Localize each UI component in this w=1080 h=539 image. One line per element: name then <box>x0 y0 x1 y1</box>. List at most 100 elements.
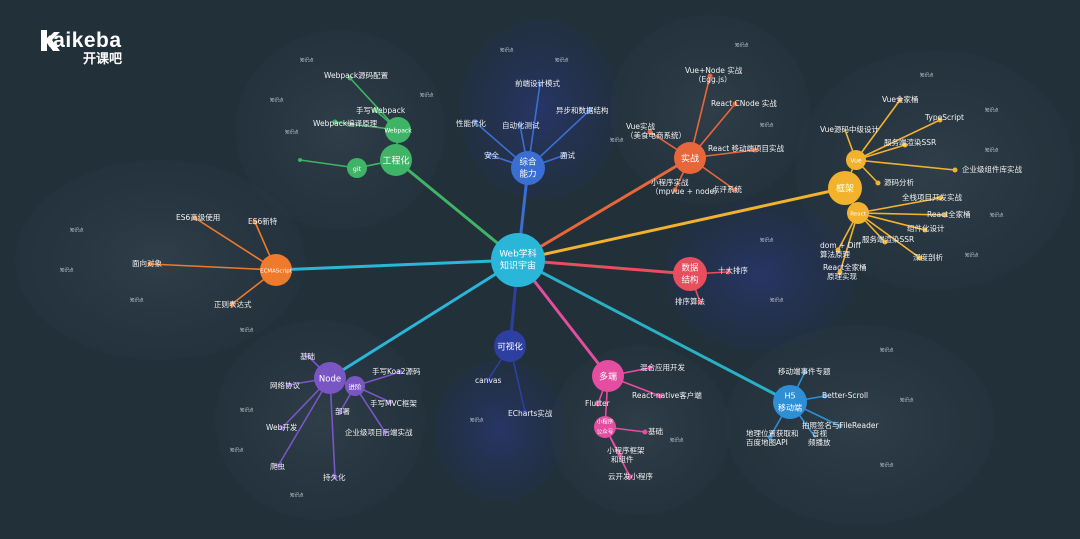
bubble-framework <box>795 50 1075 290</box>
label-oop: 面向对象 <box>132 258 162 268</box>
hub-multi-end[interactable]: 多端 <box>592 360 624 392</box>
hub-git[interactable]: git <box>347 158 367 178</box>
label-ssr-vue: 服务端渲染SSR <box>884 137 936 147</box>
bubble-ecmascript <box>15 160 305 360</box>
svg-text:知识点: 知识点 <box>230 447 244 454</box>
label-geo-api-sub: 百度地图API <box>746 437 788 447</box>
label-mp-components-sub: 和组件 <box>611 454 634 464</box>
svg-text:知识点: 知识点 <box>130 297 144 304</box>
svg-text:知识点: 知识点 <box>900 397 914 404</box>
hub-node[interactable]: Node <box>314 362 346 394</box>
label-typescript: TypeScript <box>924 113 964 122</box>
label-handwrite-webpack: 手写Webpack <box>356 105 406 115</box>
label-es6-new: ES6新特 <box>248 216 278 226</box>
hub-mini-program[interactable]: 小程序 公众号 <box>594 416 616 438</box>
svg-text:知识点: 知识点 <box>760 122 774 129</box>
hub-node-advanced[interactable]: 进阶 <box>345 376 365 396</box>
svg-text:知识点: 知识点 <box>770 297 784 304</box>
svg-text:知识点: 知识点 <box>240 407 254 414</box>
label-browser-render: 异步和数据结构 <box>556 105 609 115</box>
label-canvas: canvas <box>475 376 502 385</box>
hub-practice[interactable]: 实战 <box>674 142 706 174</box>
label-mp-components: 小程序框架 <box>607 445 645 455</box>
kaikeba-logo: kaikeba 开课吧 <box>40 30 122 68</box>
label-flutter: Flutter <box>585 399 611 408</box>
label-vuenode-proj: Vue+Node 实战 <box>685 65 743 75</box>
label-enterprise-node: 企业级项目后端实战 <box>345 427 413 437</box>
svg-text:知识点: 知识点 <box>985 107 999 114</box>
hub-vue[interactable]: Vue <box>846 150 866 170</box>
hub-comprehensive[interactable]: 综合 能力 <box>511 151 545 185</box>
hub-h5[interactable]: H5 移动端 <box>773 385 807 419</box>
center-node[interactable]: Web学科 知识宇宙 <box>491 233 545 287</box>
label-interview: 面试 <box>560 150 575 160</box>
label-ssr-react: 服务端渲染SSR <box>862 234 914 244</box>
svg-text:框架: 框架 <box>836 183 854 195</box>
tiny-detail-text: 知识点 知识点 知识点 知识点 知识点 知识点 知识点 知识点 知识点 知识点 … <box>60 42 1004 499</box>
label-crawler: 爬虫 <box>270 461 285 471</box>
label-audio-video-sub: 频播放 <box>808 437 831 447</box>
label-web-server: Web开发 <box>266 422 298 432</box>
hub-ecmascript[interactable]: ECMAScript <box>260 254 293 286</box>
svg-text:知识宇宙: 知识宇宙 <box>500 260 536 272</box>
svg-text:移动端: 移动端 <box>778 403 802 413</box>
svg-text:知识点: 知识点 <box>300 57 314 64</box>
connector-data-structure <box>516 258 692 276</box>
label-source-analysis: 源码分析 <box>884 177 914 187</box>
label-react-source: React全家桶 <box>823 262 867 272</box>
hub-react[interactable]: React <box>847 202 869 224</box>
label-vue-source: Vue源码中级设计 <box>820 124 879 134</box>
svg-text:工程化: 工程化 <box>382 155 409 167</box>
svg-text:可视化: 可视化 <box>497 342 523 353</box>
knot-dots <box>147 73 958 480</box>
label-deploy: 部署 <box>335 406 350 416</box>
label-mobile-adapt: 移动端事件专题 <box>778 366 831 376</box>
svg-text:知识点: 知识点 <box>285 129 299 136</box>
logo-chinese-name: 开课吧 <box>83 52 123 67</box>
bubble-practice <box>610 15 810 205</box>
bubble-engineering <box>235 30 445 230</box>
label-miniprog-sub: （mpvue + node） <box>651 187 722 196</box>
svg-text:知识点: 知识点 <box>610 137 624 144</box>
label-security: 安全 <box>484 150 499 160</box>
label-react-family: React全家桶 <box>927 209 971 219</box>
svg-text:知识点: 知识点 <box>500 47 514 54</box>
hub-visualization[interactable]: 可视化 <box>494 330 526 362</box>
label-component-design: 组件化设计 <box>907 223 945 233</box>
label-http: 网络协议 <box>270 380 300 390</box>
hub-nodes: Web学科 知识宇宙 工程化 Webpack git 综合 能力 实战 框架 <box>260 117 869 438</box>
svg-text:能力: 能力 <box>519 169 536 180</box>
label-react-source-sub: 原理实现 <box>827 271 857 281</box>
svg-text:知识点: 知识点 <box>270 97 284 104</box>
svg-text:进阶: 进阶 <box>349 382 363 391</box>
label-fs-stream: 混合应用开发 <box>640 362 685 372</box>
label-regex: 正则表达式 <box>214 299 252 309</box>
connector-ecmascript <box>274 258 520 272</box>
svg-text:数据: 数据 <box>681 263 699 274</box>
svg-text:知识点: 知识点 <box>760 237 774 244</box>
topic-labels: Webpack源码配置 手写Webpack Webpack编译原理 前端设计模式… <box>132 65 1022 482</box>
svg-text:git: git <box>353 165 362 173</box>
label-basics-node: 基础 <box>300 351 315 361</box>
svg-text:综合: 综合 <box>519 157 537 168</box>
label-persist: 持久化 <box>323 472 346 482</box>
svg-text:知识点: 知识点 <box>735 42 749 49</box>
svg-text:知识点: 知识点 <box>470 417 484 424</box>
label-review-sys: 点评系统 <box>712 184 742 194</box>
bubble-data-structure <box>665 200 855 350</box>
label-webpack-optimize: Webpack编译原理 <box>313 118 378 128</box>
hub-data-structure[interactable]: 数据 结构 <box>673 257 707 291</box>
connector-framework <box>516 186 847 262</box>
label-better-scroll: Better-Scroll <box>822 391 868 400</box>
hub-engineering[interactable]: 工程化 <box>380 144 412 176</box>
svg-text:知识点: 知识点 <box>60 267 74 274</box>
hub-framework[interactable]: 框架 <box>828 171 862 205</box>
svg-text:ECMAScript: ECMAScript <box>260 269 293 275</box>
label-dom-diff: dom + Diff <box>820 241 862 250</box>
hub-webpack[interactable]: Webpack <box>384 117 412 143</box>
logo-wordmark: kaikeba <box>41 29 122 52</box>
svg-text:小程序: 小程序 <box>597 418 614 426</box>
label-frontend-patterns: 前端设计模式 <box>515 78 560 88</box>
label-webpack-manual: Webpack源码配置 <box>324 71 389 80</box>
